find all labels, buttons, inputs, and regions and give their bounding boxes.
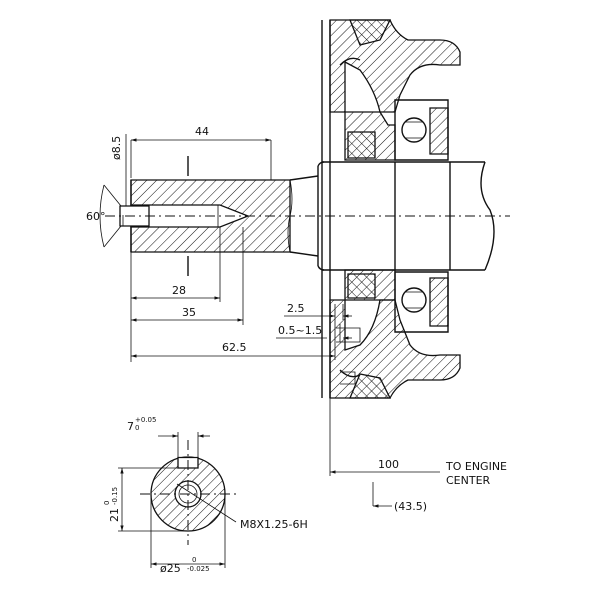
dim-21: 21	[108, 508, 121, 522]
dim-0-5-1-5: 0.5~1.5	[278, 324, 322, 337]
dim-25-tol-lower: -0.025	[187, 565, 210, 573]
dim-21-tol-upper: 0	[103, 501, 111, 505]
dim-21-tol-lower: -0.15	[111, 487, 119, 505]
dim-7-tol-lower: 0	[135, 424, 139, 432]
dimension-annotations: ø8.5 44 60° 28 35 62.5 2.5 0.5~1.5	[86, 125, 507, 513]
dim-angle-60: 60°	[86, 210, 106, 223]
dim-35: 35	[182, 306, 196, 319]
dim-diameter-25: ø25	[160, 562, 181, 575]
dim-62-5: 62.5	[222, 341, 247, 354]
dim-diameter-8-5: ø8.5	[110, 136, 123, 160]
dim-7-tol-upper: +0.05	[135, 416, 156, 424]
dim-44: 44	[195, 125, 209, 138]
dim-2-5: 2.5	[287, 302, 305, 315]
engine-center-label-line2: CENTER	[446, 474, 491, 487]
dim-25-tol-upper: 0	[192, 556, 196, 564]
dim-thread-m8: M8X1.25-6H	[240, 518, 308, 531]
dim-43-5: (43.5)	[394, 500, 427, 513]
upper-bearing-ball-icon	[401, 117, 427, 143]
cross-section-view: M8X1.25-6H 7 +0.05 0 21 0 -0.15 ø25 0 -0…	[103, 416, 308, 575]
dim-100: 100	[378, 458, 399, 471]
dim-7: 7	[127, 420, 134, 433]
engine-housing	[321, 19, 461, 399]
engine-center-label-line1: TO ENGINE	[445, 460, 507, 473]
lower-bearing-ball-icon	[401, 287, 427, 313]
dim-28: 28	[172, 284, 186, 297]
